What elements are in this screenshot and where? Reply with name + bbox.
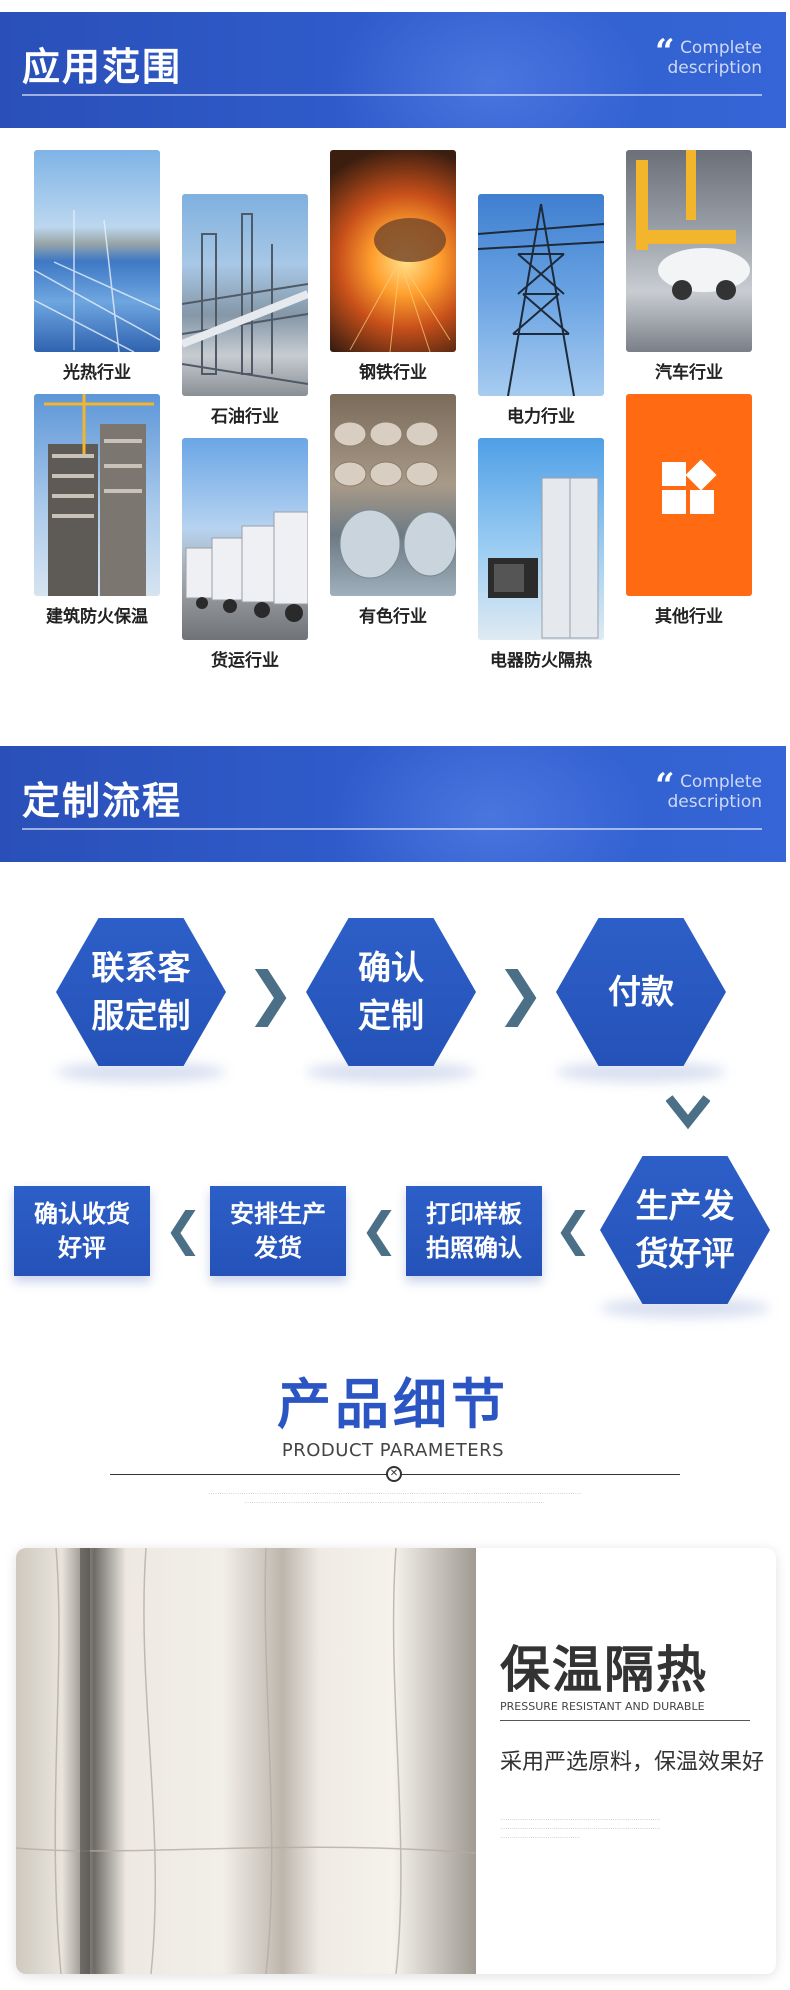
card-fine-text: ········································… (500, 1817, 661, 1842)
quote-mark-icon: “ (655, 32, 675, 72)
card-title: 保温隔热 (500, 1641, 708, 1699)
banner-divider (22, 828, 762, 830)
flow-step-production: 生产发货好评 (600, 1156, 770, 1304)
banner-divider (22, 94, 762, 96)
close-circle-icon: ✕ (386, 1466, 402, 1482)
flow-step-ship: 安排生产发货 (210, 1186, 346, 1276)
chevron-down-icon (666, 1095, 710, 1130)
flow-step-confirm: 确认定制 (306, 918, 476, 1066)
flow-step-sample: 打印样板拍照确认 (406, 1186, 542, 1276)
industry-solar[interactable]: 光热行业 (34, 150, 160, 383)
chevron-right-icon: ❯ (496, 959, 545, 1027)
industry-other[interactable]: 其他行业 (626, 394, 752, 627)
flow-step-payment: 付款 (556, 918, 726, 1066)
steel-pouring-image (330, 150, 456, 352)
industry-label: 其他行业 (655, 607, 723, 627)
industry-power[interactable]: 电力行业 (478, 194, 604, 427)
card-divider (500, 1720, 750, 1721)
industry-construction[interactable]: 建筑防火保温 (34, 394, 160, 627)
car-assembly-image (626, 150, 752, 352)
insulation-pipe-image (16, 1548, 476, 1974)
hex-shadow (56, 1062, 226, 1082)
hex-shadow (306, 1062, 476, 1082)
decorative-fine-text: ········································… (208, 1491, 582, 1507)
chevron-left-icon: ❮ (554, 1202, 593, 1256)
industry-nonferrous[interactable]: 有色行业 (330, 394, 456, 627)
industry-steel[interactable]: 钢铁行业 (330, 150, 456, 383)
card-subtitle: PRESSURE RESISTANT AND DURABLE (500, 1700, 705, 1713)
trucks-image (182, 438, 308, 640)
product-detail-title: 产品细节 (277, 1373, 509, 1436)
industry-automotive[interactable]: 汽车行业 (626, 150, 752, 383)
card-description: 采用严选原料，保温效果好 (500, 1750, 765, 1775)
chevron-right-icon: ❯ (246, 959, 295, 1027)
industry-label: 货运行业 (211, 651, 279, 671)
banner-glow (330, 746, 650, 862)
industry-label: 石油行业 (211, 407, 279, 427)
power-tower-image (478, 194, 604, 396)
hex-shadow (556, 1062, 726, 1082)
appliances-image (478, 438, 604, 640)
industry-label: 电力行业 (507, 407, 575, 427)
flow-step-receive: 确认收货好评 (14, 1186, 150, 1276)
section-title: 应用范围 (22, 45, 183, 89)
industry-appliances[interactable]: 电器防火隔热 (478, 438, 604, 671)
quote-mark-icon: “ (655, 766, 675, 806)
grid-tiles-icon (662, 459, 717, 514)
industry-label: 有色行业 (359, 607, 427, 627)
solar-mirror-image (34, 150, 160, 352)
industry-label: 钢铁行业 (359, 363, 427, 383)
metal-rolls-image (330, 394, 456, 596)
flow-step-contact: 联系客服定制 (56, 918, 226, 1066)
industry-petroleum[interactable]: 石油行业 (182, 194, 308, 427)
building-crane-image (34, 394, 160, 596)
banner-glow (330, 12, 650, 128)
product-detail-subtitle: PRODUCT PARAMETERS (281, 1440, 505, 1461)
industry-freight[interactable]: 货运行业 (182, 438, 308, 671)
other-industry-tile (626, 394, 752, 596)
industry-label: 建筑防火保温 (46, 607, 148, 627)
product-card: 保温隔热 PRESSURE RESISTANT AND DURABLE 采用严选… (16, 1548, 776, 1974)
industry-label: 光热行业 (63, 363, 131, 383)
refinery-image (182, 194, 308, 396)
section-title: 定制流程 (22, 779, 183, 823)
industry-label: 电器防火隔热 (490, 651, 592, 671)
chevron-left-icon: ❮ (360, 1202, 399, 1256)
industry-label: 汽车行业 (655, 363, 723, 383)
chevron-left-icon: ❮ (164, 1202, 203, 1256)
